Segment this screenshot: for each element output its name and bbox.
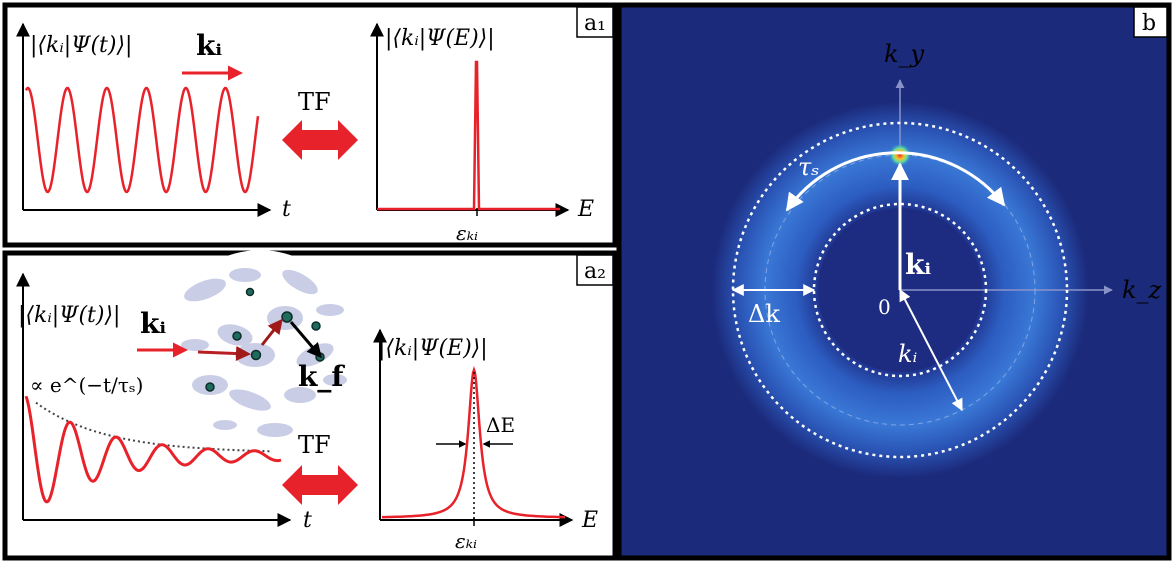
a2-scatterer-dot (232, 331, 242, 341)
a2-scatterer-dot (245, 287, 255, 297)
panel-b-tag: b (1142, 11, 1156, 36)
a2-scatterer-dot (205, 382, 215, 392)
b-tau-label: τₛ (798, 153, 819, 181)
a1-delta-peak (377, 60, 560, 211)
a2-damped-oscillation (24, 395, 282, 504)
b-kz-label: k_z (1122, 276, 1162, 304)
a2-kf-label: k_f (298, 360, 345, 393)
a2-scatterer-dot (281, 311, 293, 323)
panel-a2: a₂ kᵢ (2, 250, 618, 561)
a2-decay-envelope (35, 401, 270, 453)
a2-decay-label: ∝ e^(−t/τₛ) (30, 373, 143, 397)
b-ki-vector-label: kᵢ (905, 248, 931, 281)
a2-width-label: ΔE (486, 413, 515, 437)
a1-energy-xlabel: E (577, 197, 594, 222)
a2-ki-arrow-3 (260, 318, 283, 346)
panel-b: b k_y k_z τₛ kᵢ 0 kᵢ Δk (616, 2, 1172, 561)
panel-a2-tag: a₂ (584, 259, 606, 284)
a2-energy-tick-label: εₖᵢ (455, 529, 477, 553)
a2-ki-arrow-2 (197, 346, 251, 362)
panel-a2-tag-box (576, 254, 614, 286)
a1-energy-ylabel: |⟨kᵢ|Ψ(E)⟩| (385, 26, 495, 51)
b-radius-arrow (899, 288, 963, 412)
b-origin-label: 0 (878, 295, 891, 319)
panel-a1-tag: a₁ (584, 11, 606, 36)
a2-kf-arrow (289, 321, 322, 359)
a2-scattering-landscape (165, 250, 355, 440)
b-delta-k-label: Δk (748, 300, 780, 328)
a1-time-xlabel: t (282, 197, 291, 222)
a2-time-ylabel: |⟨kᵢ|Ψ(t)⟩| (18, 303, 120, 328)
a1-energy-tick-label: εₖᵢ (456, 221, 478, 245)
a2-tf-label: TF (298, 431, 331, 459)
b-outer-dashed-circle (731, 121, 1069, 459)
a2-scatterer-dot (250, 349, 262, 361)
a1-k-label: kᵢ (196, 29, 222, 62)
a2-energy-xlabel: E (581, 508, 598, 533)
a1-oscillation-curve (24, 86, 260, 194)
panel-a1-frame (2, 2, 618, 248)
a2-energy-ylabel: |⟨kᵢ|Ψ(E)⟩| (378, 336, 488, 361)
a1-time-ylabel: |⟨kᵢ|Ψ(t)⟩| (30, 33, 132, 58)
panel-a1-tag-box (576, 6, 614, 38)
b-initial-state-hotspot (888, 143, 912, 167)
a2-time-xlabel: t (303, 508, 312, 533)
a1-tf-label: TF (298, 88, 331, 116)
panel-b-tag-box (1133, 6, 1168, 38)
b-ky-label: k_y (884, 40, 925, 68)
a1-tf-double-arrow (282, 120, 358, 160)
a2-tf-double-arrow (282, 465, 358, 505)
b-tau-arc-arrow (785, 151, 1006, 212)
a2-scatterer-dot (311, 321, 321, 331)
panel-a1: a₁ |⟨kᵢ|Ψ(t)⟩| t kᵢ TF |⟨kᵢ|Ψ(E)⟩| E εₖᵢ (2, 2, 618, 248)
a2-ki-label: kᵢ (140, 307, 166, 340)
a2-lorentzian-peak (382, 366, 565, 519)
b-radius-label: kᵢ (898, 340, 918, 368)
